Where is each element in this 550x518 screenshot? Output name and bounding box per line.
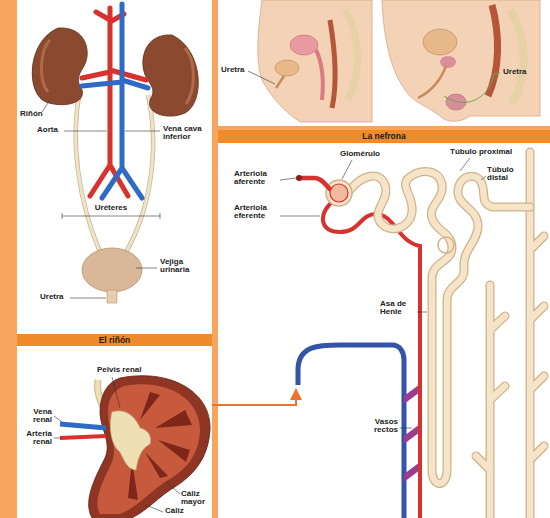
part-label: Vasos rectos <box>366 418 398 435</box>
leader-line-part <box>160 213 161 219</box>
part-label: Cáliz <box>165 507 184 515</box>
part-label: Arteriola aferente <box>234 170 278 187</box>
leader-line-part <box>460 158 470 171</box>
male-pelvis-part <box>423 29 457 55</box>
female-pelvis-part <box>345 10 357 100</box>
leader-line <box>54 377 180 512</box>
nephron-part <box>330 184 348 202</box>
leader-line-part <box>248 71 275 84</box>
urinary-system-part <box>126 95 153 252</box>
nephron-part <box>404 384 420 482</box>
urinary-system-part <box>76 90 100 252</box>
leader-line-part <box>146 505 163 512</box>
section-title: La nefrona <box>218 130 550 143</box>
male-pelvis-part <box>510 10 524 104</box>
nephron <box>296 152 544 518</box>
leader-line-part <box>54 438 62 439</box>
panel <box>17 0 550 518</box>
leader-line-part <box>280 178 296 180</box>
leader-line-part <box>136 268 157 269</box>
female-pelvis-part <box>290 35 318 55</box>
male-pelvis-part <box>440 56 456 68</box>
panel-part <box>17 346 212 518</box>
female-pelvis-part <box>258 0 372 122</box>
nephron-part <box>438 237 454 253</box>
male-pelvis-part <box>488 5 498 96</box>
leader-line-part <box>70 298 106 299</box>
urinary-system-part <box>143 35 198 116</box>
part-label: Arteria renal <box>18 430 52 447</box>
kidney-section-part <box>60 424 106 428</box>
part-label: Uretra <box>503 68 527 76</box>
part-label: Vena cava inferior <box>163 125 207 142</box>
urinary-system-part <box>76 90 100 252</box>
leader-line-part <box>42 100 50 112</box>
urinary-system-part <box>32 28 87 105</box>
female-pelvis-part <box>316 50 323 100</box>
part-label: Vejiga urinaria <box>160 258 200 275</box>
female-pelvis-part <box>330 20 335 108</box>
part-label: Glomérulo <box>340 150 380 158</box>
kidney-section-part <box>212 394 296 405</box>
urinary-system-part <box>126 95 153 252</box>
part-label: Vena renal <box>22 408 52 425</box>
urinary-system-part <box>185 48 193 104</box>
female-pelvis-part <box>275 60 299 76</box>
male-pelvis <box>382 0 540 121</box>
part-label: Pelvis renal <box>97 366 141 374</box>
part-label: Arteriola eferente <box>234 204 278 221</box>
urinary-system-part <box>82 4 148 198</box>
urinary-system-part <box>82 248 142 292</box>
part-label: Túbulo distal <box>487 166 521 183</box>
male-pelvis-part <box>418 66 446 98</box>
part-label: Riñón <box>20 110 43 118</box>
panel-part <box>17 0 212 334</box>
part-label: Túbulo proximal <box>450 148 512 156</box>
nephron-part <box>300 178 331 190</box>
leader-line-part <box>481 176 486 180</box>
part-label: Uréteres <box>95 204 127 212</box>
kidney-section <box>60 376 296 518</box>
nephron-part <box>350 172 530 484</box>
leader-line-part <box>400 428 412 429</box>
kidney-section-part <box>89 376 210 518</box>
male-pelvis-part <box>382 0 540 121</box>
nephron-part <box>323 202 420 518</box>
leader-line-part <box>62 216 160 217</box>
section-band: El riñón <box>17 334 212 346</box>
kidney-section-part <box>110 411 150 470</box>
part-label: Cáliz mayor <box>181 490 211 507</box>
leader-line-part <box>112 377 120 408</box>
part-label: Uretra <box>40 293 64 301</box>
leader-line-part <box>54 416 62 422</box>
section-title: El riñón <box>17 334 212 346</box>
leader-line-part <box>166 482 180 494</box>
nephron-part <box>350 172 530 484</box>
male-pelvis-part <box>444 73 500 102</box>
panel-part <box>218 0 550 126</box>
leader-line-part <box>417 312 427 313</box>
leader-line-part <box>125 131 160 132</box>
part-label: Uretra <box>221 66 245 74</box>
part-label: Asa de Henle <box>380 300 416 317</box>
urinary-system-part <box>41 40 50 92</box>
nephron-part <box>296 175 302 181</box>
section-band: La nefrona <box>218 130 550 143</box>
leader-line <box>280 158 486 428</box>
urinary-system-part <box>107 290 117 303</box>
part-label: Aorta <box>37 126 58 134</box>
urinary-system-part <box>82 8 146 196</box>
female-pelvis-part <box>276 76 284 88</box>
female-pelvis <box>258 0 372 122</box>
leader-line-part <box>64 131 107 132</box>
leader-line-part <box>280 216 320 217</box>
leader-line-part <box>342 160 352 179</box>
kidney-section-part <box>60 436 106 438</box>
leader-line-part <box>62 213 63 219</box>
nephron-part <box>298 345 404 518</box>
panel-part <box>218 143 550 518</box>
nephron-part <box>326 180 352 206</box>
